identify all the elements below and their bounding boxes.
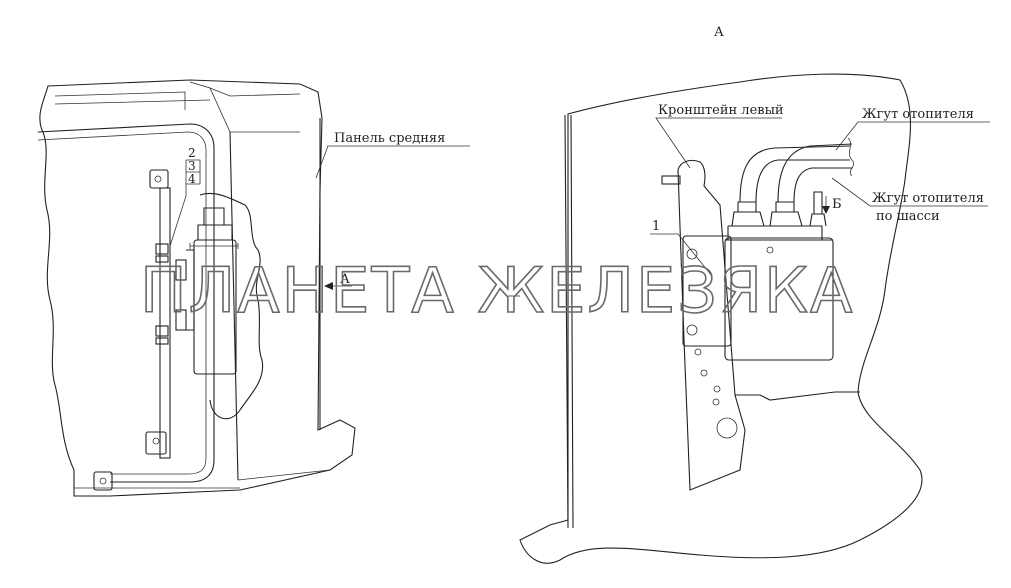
heater-harness-label: Жгут отопителя [862,107,974,122]
left-panel-edge [229,118,321,481]
right-bracket-pin [661,175,681,185]
left-dim-arrows [189,243,239,249]
right-clamp-hole-1 [686,248,698,260]
left-tab-bottom-hole [152,437,160,445]
left-harness-torn [199,192,264,420]
chassis-harness-label-2: по шасси [876,209,940,224]
heater-harness-leader [835,121,990,151]
left-inner-frame [37,123,215,483]
view-a-title: А [714,25,724,40]
panel-leader [315,145,470,179]
chassis-harness-label-1: Жгут отопителя [872,191,984,206]
bracket-left-leader [655,117,782,169]
panel-middle-label: Панель средняя [334,131,445,146]
right-lower-strut [735,391,860,401]
pos-4-label: 4 [188,172,196,186]
right-hole-3 [713,385,721,393]
left-leaders [169,159,201,247]
left-tab-bottom [145,431,167,455]
right-hole-4 [712,398,720,406]
left-tab-top [149,169,169,189]
right-unit-top [725,225,833,241]
right-clamp-hole-2 [686,324,698,336]
right-clamp [682,235,732,347]
left-bolts [155,243,187,345]
left-foot-tab [93,471,113,491]
arrow-a-head [324,282,333,290]
bracket-left-label: Кронштейн левый [658,103,784,118]
right-connector-1 [731,201,765,227]
pos1-leader [650,233,713,277]
right-heater-unit [724,237,834,361]
right-hole-2 [700,369,708,377]
arrow-b-head [822,206,830,214]
left-foot-hole [99,477,107,485]
right-harness-tube-2 [777,143,853,203]
pos-1-label: 1 [652,219,660,234]
left-tab-top-hole [154,175,162,183]
left-floor [74,469,331,489]
arrow-b-label: Б [832,197,842,212]
right-bracket-left [677,159,746,491]
left-view [37,79,470,497]
left-panel-outline [39,79,356,497]
right-connector-2 [769,201,803,227]
right-hole-5 [694,348,702,356]
left-inner-frame-2 [37,131,207,475]
left-unit-connector [197,207,233,240]
arrow-a-label: А [340,272,350,287]
pos-2-label: 2 [188,146,196,160]
right-panel-edge [564,114,574,529]
right-hole-1 [716,417,738,439]
right-harness-break [847,137,855,177]
right-view [508,73,990,564]
left-heater-unit [193,239,237,375]
watermark: ПЛАНЕТА ЖЕЛЕЗЯКА [140,254,854,327]
left-top-structure [54,81,301,133]
right-unit-screw [766,246,774,254]
right-harness-tube-1 [739,145,851,203]
pos-3-label: 3 [188,159,196,173]
right-connector-3 [809,191,827,227]
chassis-harness-leader [831,177,988,207]
